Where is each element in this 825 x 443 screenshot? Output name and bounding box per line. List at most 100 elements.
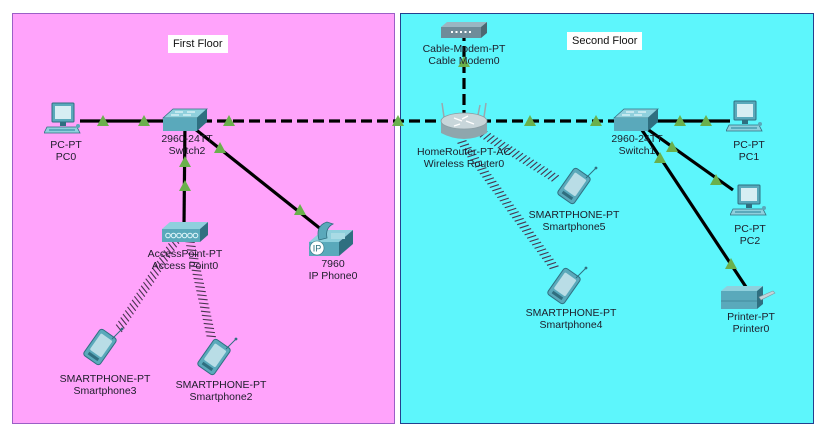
wireless-signal-tick [492,187,502,192]
wireless-signal-tick [191,269,202,272]
wireless-signal-tick [201,314,212,317]
link-up-indicator-icon [725,258,737,269]
wireless-link[interactable] [476,128,560,182]
wireless-signal-tick [152,267,159,276]
link-up-indicator-icon [179,156,191,167]
wireless-signal-tick [200,310,211,313]
pc-icon[interactable] [725,100,764,141]
wireless-signal-tick [529,238,539,243]
wireless-signal-tick [512,214,522,219]
smartphone-icon[interactable] [196,335,240,382]
wireless-signal-tick [526,234,537,239]
device-type-label: Printer-PT [727,311,775,323]
wireless-signal-tick [526,159,535,167]
wireless-signal-tick [504,204,514,209]
wireless-signal-tick [154,264,162,273]
link-up-indicator-icon [179,180,191,191]
link-up-indicator-icon [138,115,150,126]
zone-label-second-floor[interactable]: Second Floor [567,32,643,50]
wireless-signal-tick [484,177,495,182]
wireless-signal-tick [518,154,527,162]
wireless-signal-tick [501,143,510,151]
device-name-label: PC2 [739,235,761,247]
wireless-signal-tick [158,257,166,266]
device-name-label: Switch2 [168,145,206,157]
wireless-signal-tick [192,273,203,276]
link-up-indicator-icon [458,56,470,67]
link-up-indicator-icon [294,204,306,215]
smartphone-icon[interactable] [546,264,590,311]
pc-icon[interactable] [729,184,768,225]
device-type-label: 7960 [321,258,345,270]
wireless-signal-tick [533,163,542,171]
wireless-signal-tick [138,288,146,297]
wireless-signal-tick [543,170,552,178]
wireless-signal-tick [188,257,199,260]
wireless-signal-tick [131,299,139,308]
zone-label-first-floor[interactable]: First Floor [168,35,228,53]
wireless-router-icon[interactable] [438,101,490,148]
wireless-signal-tick [479,170,490,175]
pc-icon[interactable] [43,102,82,143]
wireless-signal-tick [511,150,520,158]
wireless-signal-tick [509,211,519,216]
wireless-signal-tick [469,156,480,161]
wireless-signal-tick [133,295,141,305]
zone-second-floor[interactable] [400,13,814,424]
wireless-signal-tick [544,258,554,263]
wireless-signal-tick [187,249,197,252]
device-type-label: PC-PT [50,139,82,151]
wireless-signal-tick [499,197,509,202]
device-name-label: Smartphone4 [539,319,603,331]
wireless-signal-tick [547,172,556,180]
cable-modem-icon[interactable] [439,21,489,44]
wireless-signal-tick [497,141,506,149]
straight-cable-link[interactable] [634,120,748,288]
switch-icon[interactable] [612,107,660,138]
wireless-signal-tick [194,281,204,285]
device-type-label: SMARTPHONE-PT [175,379,267,391]
link-up-indicator-icon [674,115,686,126]
switch-icon[interactable] [161,107,209,138]
printer-icon[interactable] [719,283,777,316]
device-name-label: Wireless Router0 [423,158,505,170]
link-up-indicator-icon [700,115,712,126]
wireless-signal-tick [472,160,482,165]
device-name-label: Printer0 [732,323,770,335]
wireless-signal-tick [464,150,475,155]
wireless-signal-tick [136,292,143,301]
device-type-label: Cable-Modem-PT [422,43,506,55]
straight-cable-link[interactable] [182,120,187,227]
wireless-signal-tick [145,278,153,287]
access-point-icon[interactable] [158,221,210,248]
wireless-link[interactable] [457,140,559,270]
wireless-signal-tick [524,231,534,236]
wireless-signal-tick [124,310,132,319]
wireless-signal-tick [120,317,128,326]
smartphone-icon[interactable] [82,325,126,372]
link-up-indicator-icon [97,115,109,126]
wireless-signal-tick [197,294,207,297]
wireless-signal-tick [515,152,524,160]
ip-phone-icon[interactable]: IP [305,220,355,265]
wireless-signal-tick [203,322,214,325]
smartphone-icon[interactable] [556,164,600,211]
wireless-signal-tick [467,153,477,158]
wireless-signal-tick [143,281,150,290]
